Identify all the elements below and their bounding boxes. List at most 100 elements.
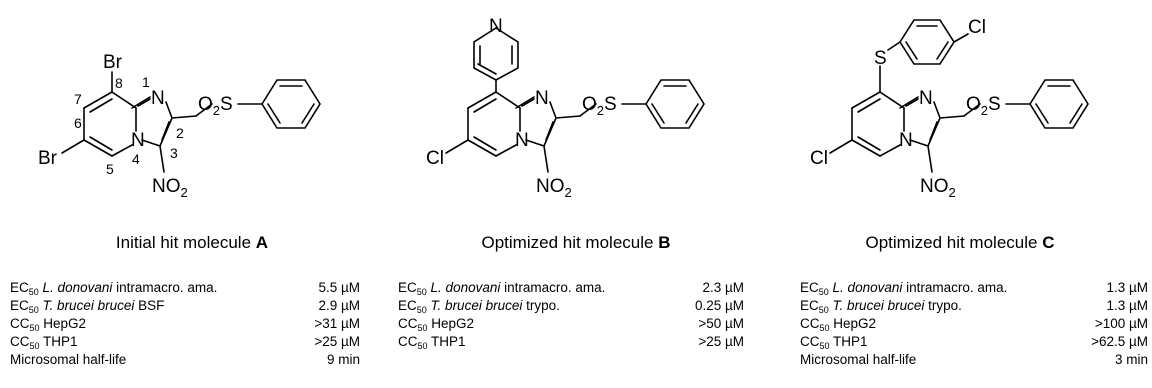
- bond: [159, 117, 173, 147]
- bond: [851, 91, 881, 109]
- bond: [473, 98, 497, 113]
- bond: [1069, 103, 1083, 124]
- bond: [929, 121, 938, 141]
- bond: [161, 121, 170, 141]
- bond: [879, 144, 901, 157]
- bond: [61, 139, 85, 154]
- bond: [899, 96, 919, 109]
- bond: [545, 121, 554, 141]
- bond: [933, 101, 941, 119]
- atom-cl-aryl: Cl: [968, 17, 986, 38]
- property-value: 1.3 µM: [1106, 280, 1148, 295]
- bond: [195, 103, 213, 117]
- bond: [515, 96, 535, 109]
- bond: [936, 41, 949, 60]
- property-row: EC50 T. brucei brucei trypo. 1.3 µM: [800, 297, 1148, 315]
- bond: [905, 98, 919, 107]
- atom-n-bridge: N: [515, 130, 529, 151]
- bond: [1035, 103, 1049, 124]
- bond: [467, 91, 497, 109]
- position-label: 6: [74, 115, 82, 131]
- atom-sulfone: O2S: [198, 94, 233, 118]
- bond: [851, 139, 881, 157]
- bond: [131, 96, 151, 109]
- property-row: CC50 HepG2>31 µM: [10, 315, 360, 333]
- bond: [477, 63, 497, 75]
- bond: [495, 144, 517, 157]
- property-label: EC50 T. brucei brucei trypo.: [398, 298, 560, 315]
- bond: [963, 103, 981, 117]
- caption-text: Optimized hit molecule: [481, 233, 654, 252]
- atom-n-ring: N: [535, 88, 549, 109]
- atom-n-ring: N: [919, 88, 933, 109]
- properties-table-b: EC50 L. donovani intramacro. ama. 2.3 µM E…: [398, 279, 744, 351]
- bond: [651, 103, 665, 124]
- property-label: EC50 L. donovani intramacro. ama.: [398, 280, 606, 297]
- property-label: CC50 HepG2: [800, 316, 877, 333]
- caption-letter: B: [658, 233, 671, 252]
- caption-molecule-a: Initial hit molecule A: [0, 233, 384, 253]
- caption-text: Initial hit molecule: [115, 233, 252, 252]
- structure-molecule-c: S Cl Cl N N O2S NO2: [810, 17, 1089, 200]
- bond: [549, 101, 557, 119]
- atom-thio-s: S: [874, 48, 887, 69]
- property-label: EC50 T. brucei brucei trypo.: [800, 298, 962, 315]
- property-row: Microsomal half-life 9 min: [10, 351, 360, 369]
- atom-pyridine-n: N: [489, 16, 503, 37]
- property-label: Microsomal half-life: [800, 352, 917, 367]
- property-value: 2.3 µM: [702, 280, 744, 295]
- bond: [171, 115, 197, 119]
- bond: [939, 115, 965, 119]
- property-row: CC50 THP1 >25 µM: [10, 333, 360, 351]
- bond: [495, 91, 521, 109]
- bond: [445, 139, 469, 154]
- atom-cl-left: Cl: [810, 148, 828, 169]
- property-value: >25 µM: [314, 334, 360, 349]
- atom-br-top: Br: [103, 52, 123, 73]
- property-value: >62.5 µM: [1091, 334, 1148, 349]
- position-label: 1: [142, 74, 150, 90]
- atom-cl-left: Cl: [426, 148, 444, 169]
- caption-molecule-b: Optimized hit molecule B: [384, 233, 768, 253]
- atom-n-bridge: N: [899, 130, 913, 151]
- panel-molecule-c: S Cl Cl N N O2S NO2 Optimized hit molecu…: [768, 0, 1152, 388]
- bond: [159, 145, 165, 173]
- bond: [141, 139, 161, 147]
- property-label: CC50 THP1: [10, 334, 78, 351]
- position-label: 2: [176, 125, 184, 141]
- property-value: >31 µM: [314, 316, 360, 331]
- atom-nitro: NO2: [536, 176, 572, 200]
- bond: [927, 145, 933, 173]
- property-label: CC50 HepG2: [398, 316, 475, 333]
- bond: [473, 136, 497, 151]
- bond: [83, 91, 113, 109]
- property-value: 1.3 µM: [1106, 298, 1148, 313]
- atom-sulfone: O2S: [966, 94, 1001, 118]
- property-row: EC50 L. donovani intramacro. ama.5.5 µM: [10, 279, 360, 297]
- bond: [829, 139, 853, 154]
- atom-nitro: NO2: [920, 176, 956, 200]
- bond: [89, 98, 113, 113]
- property-row: EC50 L. donovani intramacro. ama. 1.3 µM: [800, 279, 1148, 297]
- property-row: CC50 HepG2>50 µM: [398, 315, 744, 333]
- bond: [857, 98, 881, 113]
- atom-br-left: Br: [38, 148, 58, 169]
- property-label: Microsomal half-life: [10, 352, 127, 367]
- atom-sulfone: O2S: [582, 94, 617, 118]
- property-label: CC50 THP1: [398, 334, 466, 351]
- bond: [525, 139, 545, 147]
- property-label: EC50 L. donovani intramacro. ama.: [800, 280, 1008, 297]
- caption-letter: A: [255, 233, 269, 252]
- property-row: EC50 T. brucei brucei trypo.0.25 µM: [398, 297, 744, 315]
- property-value: 9 min: [326, 352, 360, 367]
- property-label: CC50 THP1: [800, 334, 868, 351]
- caption-molecule-c: Optimized hit molecule C: [768, 233, 1152, 253]
- property-label: EC50 L. donovani intramacro. ama.: [10, 280, 218, 297]
- position-label: 5: [106, 161, 114, 177]
- bond: [267, 103, 281, 124]
- bond: [467, 139, 497, 157]
- phenyl-ring: [1029, 79, 1089, 129]
